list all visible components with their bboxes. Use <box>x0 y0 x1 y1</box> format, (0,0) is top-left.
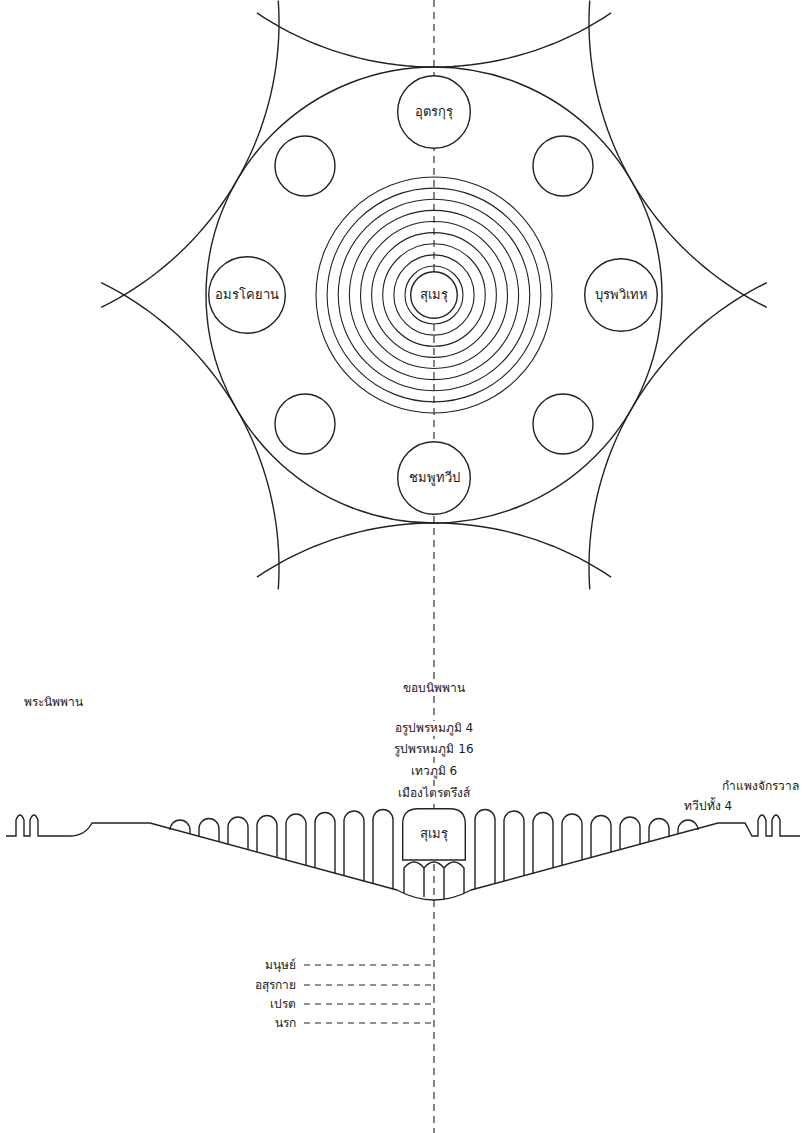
minor-island <box>275 394 335 454</box>
continent-circle: อมรโคยาน <box>208 256 286 334</box>
mountain-ring <box>349 210 518 379</box>
node-circle <box>411 272 458 319</box>
realm-label: เทวภูมิ 6 <box>409 764 459 779</box>
node-label: บุรพวิเทห <box>595 287 648 303</box>
continent-label: ทวีปทั้ง 4 <box>682 799 734 814</box>
node-label: อุตรกุรุ <box>415 104 453 120</box>
minor-island <box>533 394 593 454</box>
mountain-range <box>475 810 495 889</box>
mountain-range <box>257 816 277 858</box>
mountain-ring <box>316 177 552 413</box>
mountain-range <box>373 810 393 889</box>
mountain-range <box>344 811 364 881</box>
mountain-range <box>315 813 335 874</box>
continent-circle: ชมพูทวีป <box>397 441 471 515</box>
sumeru-mountain: สุเมรุ <box>402 808 466 860</box>
node-circle <box>585 259 658 332</box>
node-label: ชมพูทวีป <box>409 470 460 486</box>
realm-label: รูปพรหมภูมิ 16 <box>392 742 475 757</box>
minor-island <box>275 136 335 196</box>
ocean-circle <box>206 67 662 523</box>
realm-label: มนุษย์ <box>263 958 298 973</box>
leader-line <box>304 1023 434 1024</box>
realm-label: อสุรกาย <box>253 978 298 993</box>
mountain-range <box>286 814 306 865</box>
realm-label: นรก <box>273 1016 298 1031</box>
realm-label: เปรต <box>268 997 298 1012</box>
mountain-range <box>562 814 582 865</box>
mountain-ring <box>327 188 541 402</box>
mountain-range <box>620 817 640 850</box>
node-circle <box>398 76 471 149</box>
continent-circle: บุรพวิเทห <box>584 258 658 332</box>
world-arc <box>257 523 611 577</box>
mountain-range <box>170 820 190 834</box>
leader-line <box>304 1004 434 1005</box>
sumeru-base <box>404 862 464 899</box>
mountain-ring <box>394 255 474 335</box>
mountain-ring <box>372 233 497 358</box>
realm-label: เมืองไตรตรึงส์ <box>396 786 472 801</box>
mountain-range <box>533 813 553 874</box>
world-arc <box>257 13 611 67</box>
realm-label: อรูปพรหมภูมิ 4 <box>393 721 475 736</box>
mountain-ring <box>338 199 530 391</box>
node-mountain <box>403 809 466 860</box>
node-label: อมรโคยาน <box>215 287 279 303</box>
realm-label: พระนิพพาน <box>22 695 85 710</box>
node-circle <box>209 257 286 334</box>
leader-line <box>304 965 434 966</box>
realm-label: ขอบนิพพาน <box>401 681 467 696</box>
node-label: สุเมรุ <box>420 826 448 842</box>
leader-line <box>304 985 434 986</box>
node-circle <box>398 442 471 515</box>
axis-line <box>433 0 434 1133</box>
mountain-range <box>504 811 524 881</box>
mountain-range <box>649 819 669 842</box>
mountain-range <box>591 816 611 858</box>
mountain-ring <box>405 266 463 324</box>
minor-island <box>533 136 593 196</box>
sumeru-circle: สุเมรุ <box>410 271 458 319</box>
mountain-ring <box>383 244 486 347</box>
mountain-ring <box>361 222 508 369</box>
mountain-range <box>199 819 219 842</box>
wall-label: กำแพงจักรวาล <box>720 779 801 794</box>
continent-circle: อุตรกุรุ <box>397 75 471 149</box>
node-label: สุเมรุ <box>420 287 448 303</box>
mountain-range <box>678 820 698 834</box>
mountain-range <box>228 817 248 850</box>
